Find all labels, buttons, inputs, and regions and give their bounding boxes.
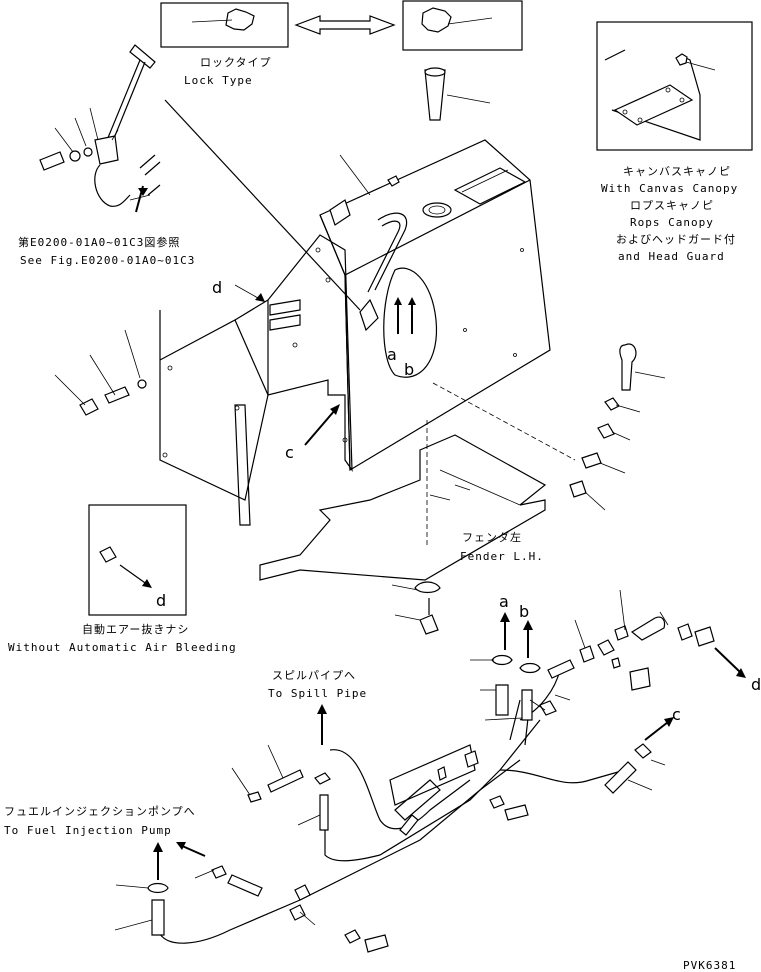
spill-pipe-jp-label: スピルパイプへ (272, 669, 356, 682)
tank-return-hoses (432, 343, 666, 511)
canopy-inset: キャンバスキャノピ With Canvas Canopy ロプスキャノピ Rop… (596, 21, 753, 263)
marker-a-lines: a (499, 592, 509, 611)
marker-c-bracket: c (285, 443, 294, 462)
see-fig-en-label: See Fig.E0200-01A0~01C3 (20, 254, 195, 267)
air-bleeding-inset: d 自動エアー抜きナシ Without Automatic Air Bleedi… (8, 504, 237, 654)
rops-canopy-en-label: Rops Canopy (630, 216, 714, 229)
lock-type-en-label: Lock Type (184, 74, 253, 87)
rops-canopy-jp-label: ロプスキャノピ (630, 199, 714, 212)
air-bleeding-jp-label: 自動エアー抜きナシ (82, 622, 189, 636)
marker-d-bracket: d (212, 278, 222, 297)
side-bracket-panel: d c (164, 99, 379, 472)
fender-jp-label: フェンダ左 (462, 530, 522, 544)
canvas-canopy-en-label: With Canvas Canopy (601, 182, 738, 195)
fuel-tank: a b (319, 67, 551, 472)
fuel-pump-en-label: To Fuel Injection Pump (4, 824, 172, 837)
marker-a-tank: a (387, 345, 397, 364)
marker-d-lines: d (751, 675, 761, 694)
fender-en-label: Fender L.H. (460, 550, 544, 563)
canvas-canopy-jp-label: キャンバスキャノピ (623, 165, 731, 178)
head-guard-jp-label: およびヘッドガード付 (616, 233, 736, 246)
head-guard-en-label: and Head Guard (618, 250, 725, 263)
air-bleeding-en-label: Without Automatic Air Bleeding (8, 641, 237, 654)
fuel-line-assembly: スピルパイプへ To Spill Pipe フュエルインジェクションポンプへ T… (4, 589, 761, 953)
see-fig-jp-label: 第E0200-01A0~01C3図参照 (18, 235, 180, 249)
fender-lh: フェンダ左 Fender L.H. (259, 420, 547, 635)
marker-b-tank: b (404, 360, 414, 379)
spill-pipe-en-label: To Spill Pipe (268, 687, 367, 700)
marker-b-lines: b (519, 602, 529, 621)
marker-c-lines: c (672, 705, 681, 724)
lock-type-jp-label: ロックタイプ (200, 56, 272, 69)
lock-type-cap-detail: ロックタイプ Lock Type (160, 0, 523, 87)
marker-d-inset: d (156, 591, 166, 610)
drawing-code: PVK6381 (683, 959, 736, 972)
fuel-pump-jp-label: フュエルインジェクションポンプへ (4, 805, 196, 818)
drain-lever-assembly: 第E0200-01A0~01C3図参照 See Fig.E0200-01A0~0… (18, 44, 195, 267)
cover-plate (54, 299, 269, 526)
